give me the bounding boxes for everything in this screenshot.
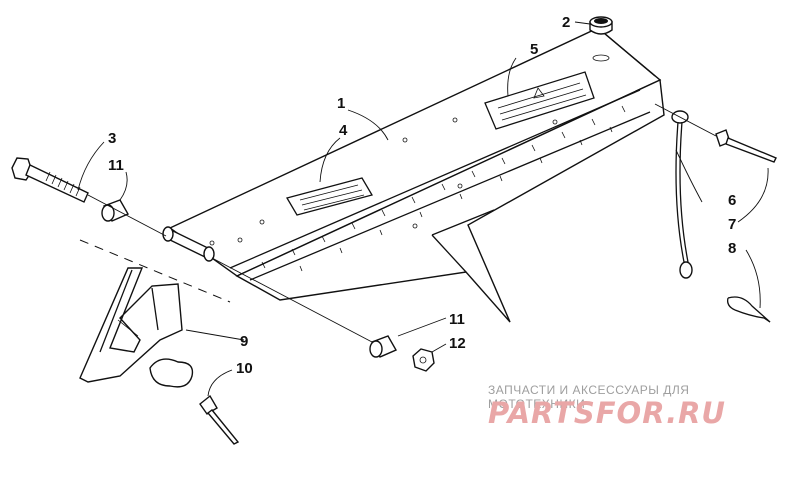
plug-hole — [592, 54, 610, 62]
warning-decal-5 — [484, 71, 595, 130]
warning-decal-4 — [286, 177, 373, 216]
pin — [199, 394, 240, 445]
spacer-lower — [369, 335, 397, 358]
clevis-pin — [715, 129, 777, 163]
chassis-pan — [168, 27, 665, 323]
leader-lines — [77, 21, 769, 397]
hinge-ticks — [261, 105, 626, 272]
callout-3: 3 — [108, 130, 116, 147]
watermark-logo: PARTSFOR.RU — [488, 396, 726, 430]
callout-11-lower: 11 — [449, 311, 465, 328]
spacer-upper — [101, 199, 129, 222]
pad — [149, 358, 194, 388]
callout-6: 6 — [728, 192, 736, 209]
callout-1: 1 — [337, 95, 345, 112]
callout-11-upper: 11 — [108, 157, 124, 174]
bolt — [11, 157, 89, 203]
callout-5: 5 — [530, 41, 538, 58]
tether-cable — [671, 110, 693, 279]
watermark-caption: ЗАПЧАСТИ И АКСЕССУАРЫ ДЛЯ МОТОТЕХНИКИ — [488, 383, 690, 411]
callout-2: 2 — [562, 14, 570, 31]
callout-8: 8 — [728, 240, 736, 257]
hairpin-clip — [727, 296, 771, 323]
callout-4: 4 — [339, 122, 348, 139]
callout-10: 10 — [236, 360, 253, 377]
nut — [412, 348, 435, 372]
callout-9: 9 — [240, 333, 248, 350]
bracket — [79, 267, 183, 383]
plug — [589, 16, 613, 35]
callout-7: 7 — [728, 216, 736, 233]
pivot-tube — [162, 226, 215, 262]
callout-12: 12 — [449, 335, 466, 352]
rivet-holes — [209, 117, 558, 246]
